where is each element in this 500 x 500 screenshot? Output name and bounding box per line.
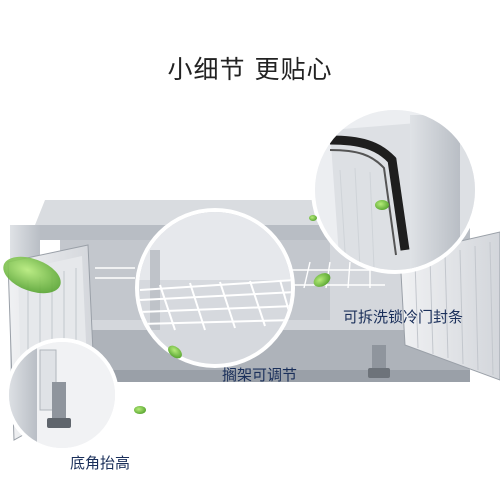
callout-shelf-label: 搁架可调节 [222, 366, 298, 384]
leaf-decorations [3, 200, 389, 414]
feet [368, 345, 390, 378]
callout-feet-label: 底角抬高 [70, 454, 131, 472]
shelf-detail-circle [135, 208, 295, 368]
seal-detail-circle [311, 106, 479, 274]
headline: 小细节 更贴心 [167, 55, 333, 84]
feet-detail-circle [5, 338, 119, 452]
right-door [399, 231, 500, 381]
callout-seal-label: 可拆洗锁冷门封条 [343, 308, 464, 326]
